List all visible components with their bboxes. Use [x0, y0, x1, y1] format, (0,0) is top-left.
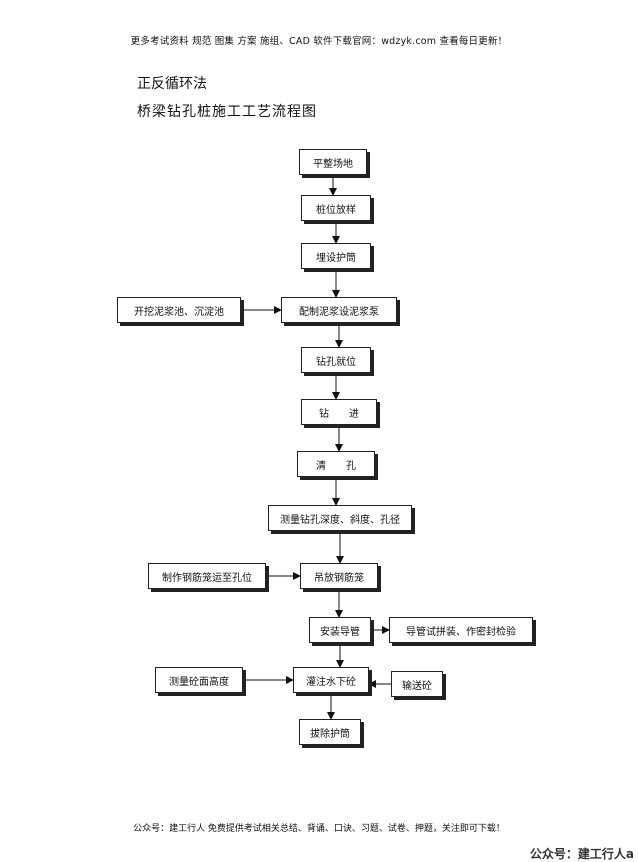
node-measure-hole: 测量钻孔深度、斜度、孔径	[268, 505, 412, 531]
diagram-title-method: 正反循环法	[137, 76, 207, 92]
node-pile-layout: 桩位放样	[301, 195, 371, 221]
node-measure-concrete-level: 测量砼面高度	[155, 667, 243, 693]
header-note: 更多考试资料 规范 图集 方案 施组、CAD 软件下载官网：wdzyk.com …	[130, 36, 508, 47]
node-rig-positioning: 钻孔就位	[301, 347, 371, 373]
node-pour-underwater-concrete: 灌注水下砼	[293, 667, 369, 693]
node-lower-rebar-cage: 吊放钢筋笼	[300, 563, 378, 589]
node-dig-slurry-pits: 开挖泥浆池、沉淀池	[117, 297, 241, 323]
node-prepare-slurry: 配制泥浆设泥浆泵	[281, 297, 397, 323]
footer-note: 公众号：建工行人 免费提供考试相关总结、背诵、口诀、习题、试卷、押题，关注即可下…	[133, 824, 505, 834]
watermark: 公众号：建工行人a	[529, 847, 634, 861]
node-drilling: 钻 进	[301, 399, 377, 425]
node-site-leveling: 平整场地	[299, 149, 367, 175]
node-hole-cleaning: 清 孔	[297, 451, 375, 477]
node-tremie-test: 导管试拼装、作密封检验	[389, 617, 533, 643]
node-transport-concrete: 输送砼	[391, 671, 443, 697]
node-remove-casing: 拔除护筒	[299, 719, 361, 745]
node-make-rebar-cage: 制作钢筋笼运至孔位	[148, 563, 266, 589]
node-bury-casing: 埋设护筒	[301, 243, 371, 269]
diagram-title: 桥梁钻孔桩施工工艺流程图	[137, 104, 317, 120]
node-install-tremie: 安装导管	[309, 617, 371, 643]
